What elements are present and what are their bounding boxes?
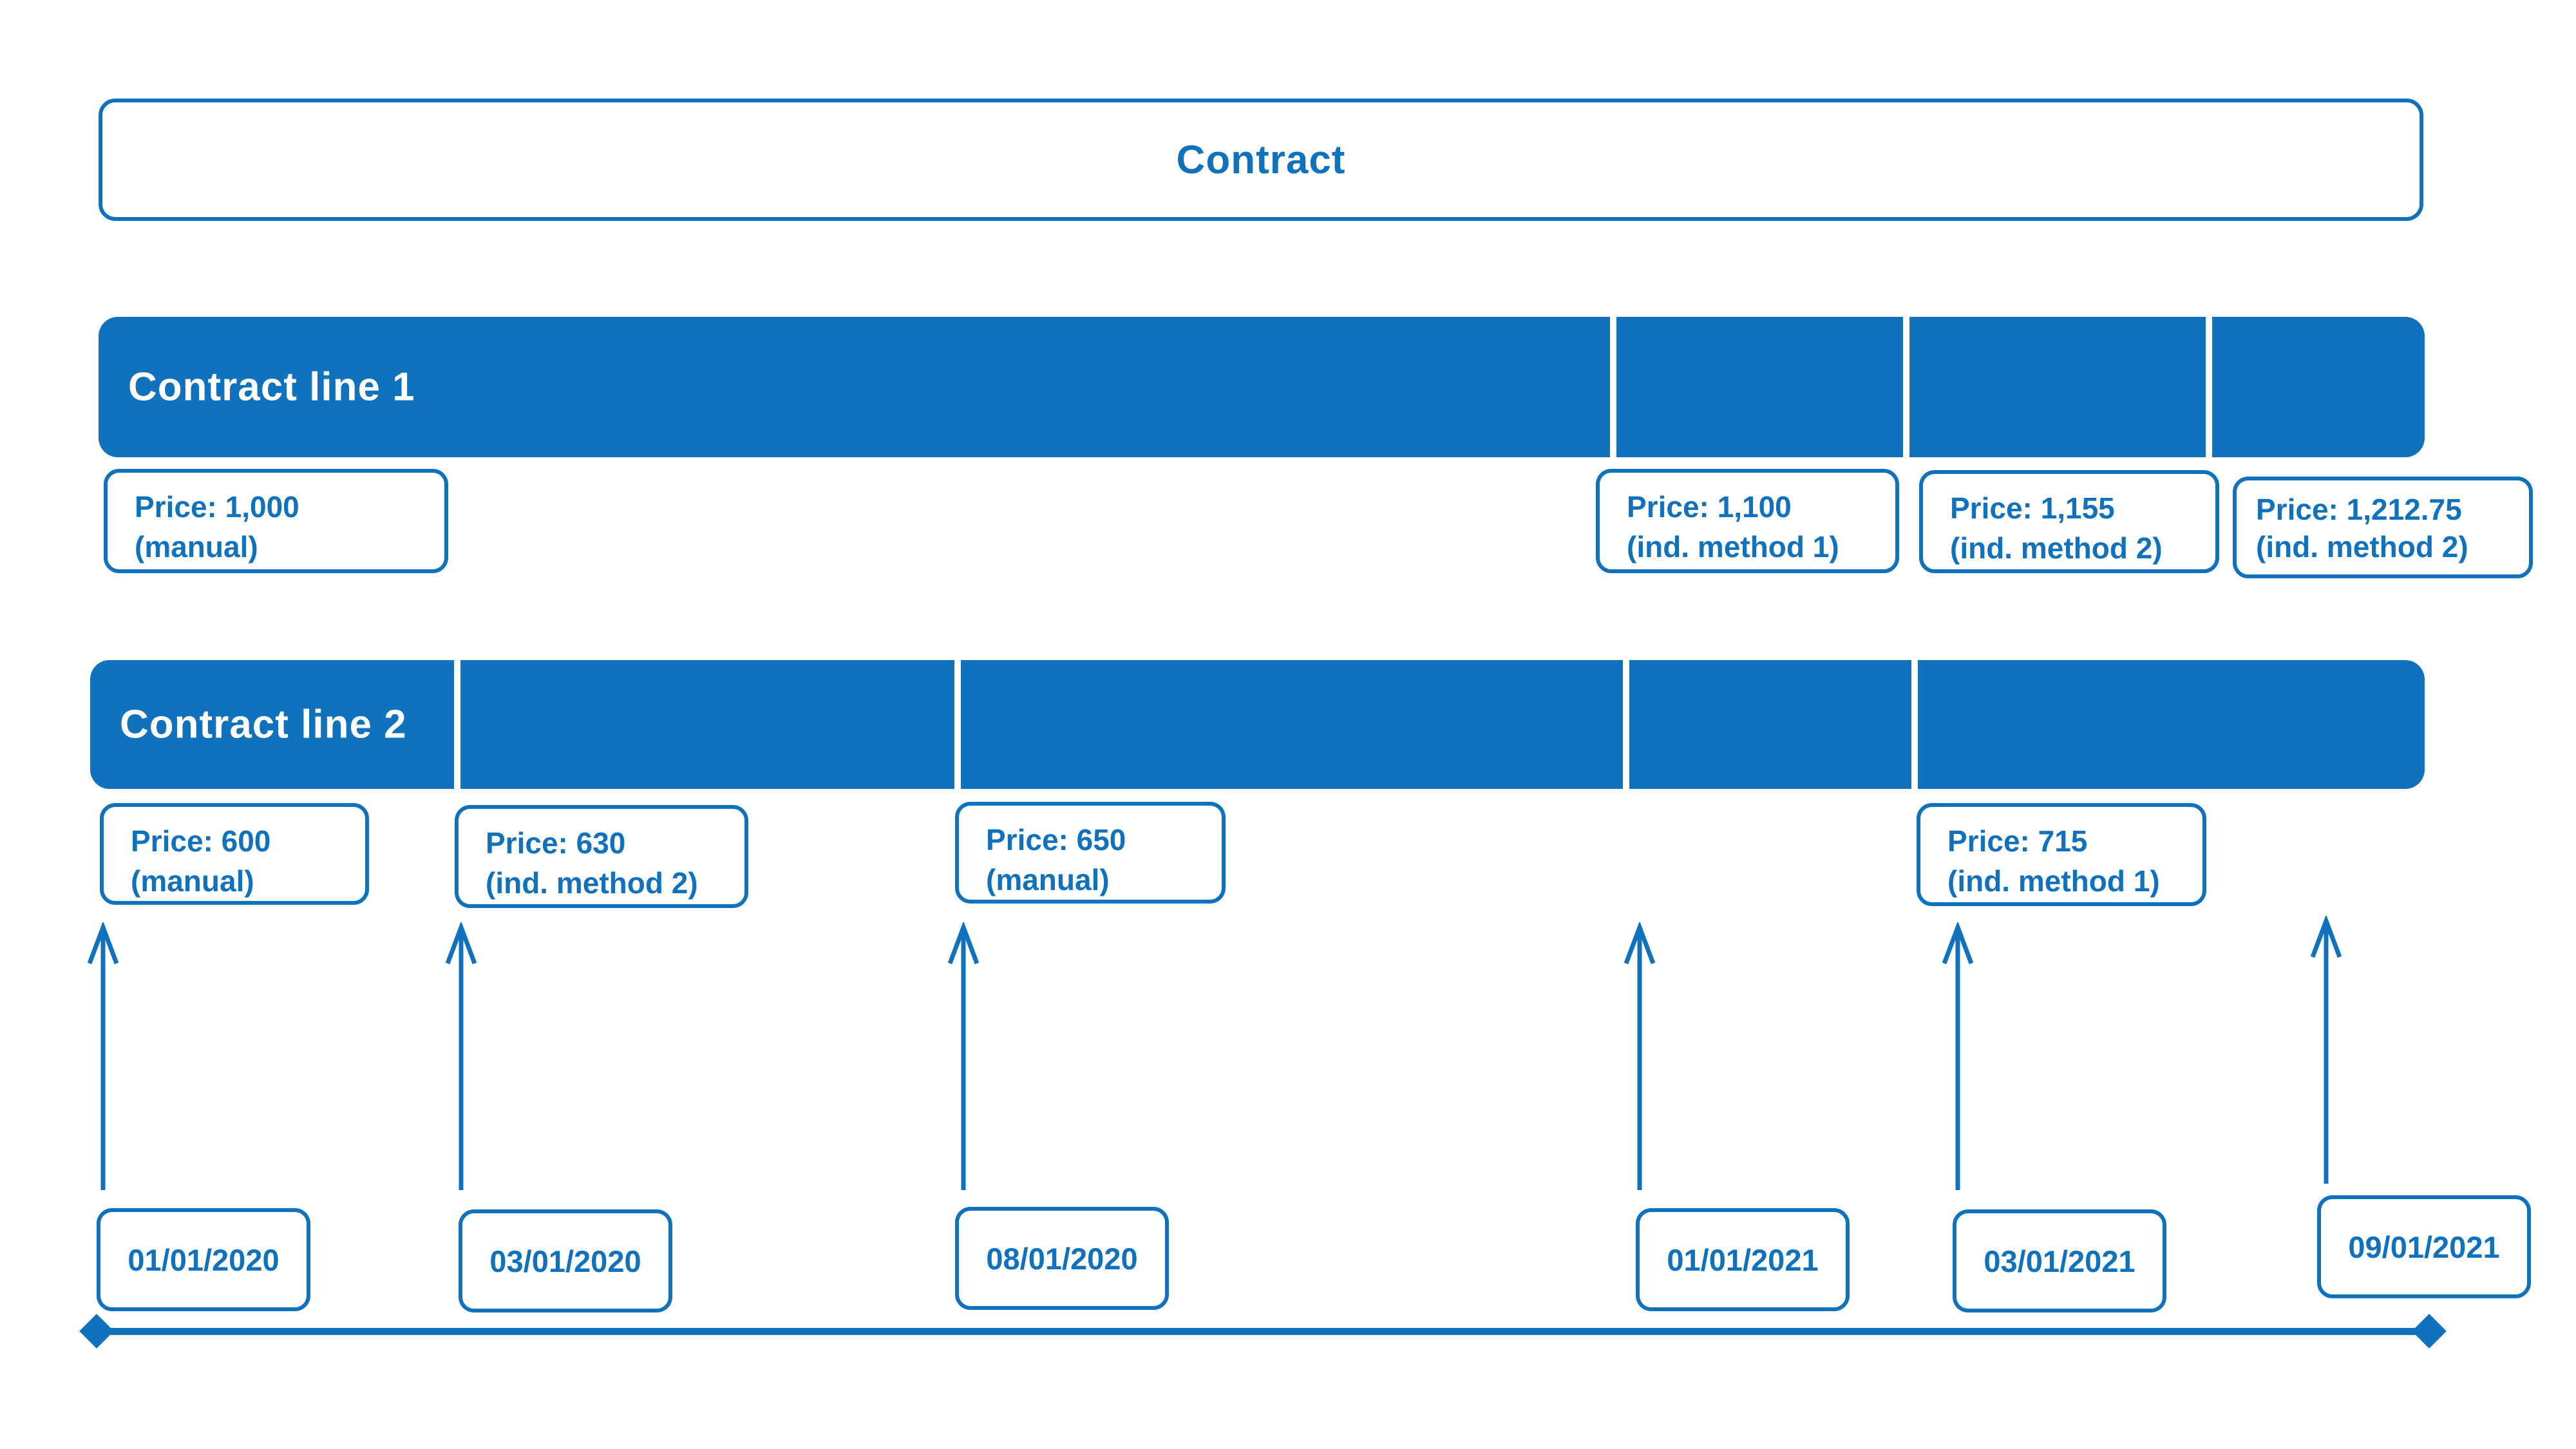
date-arrow-icon xyxy=(84,921,122,1193)
price-value: Price: 1,155 xyxy=(1950,491,2115,525)
segment-divider xyxy=(954,660,961,789)
contract-line-2-label: Contract line 2 xyxy=(120,702,407,747)
price-note-line2-2: Price: 630 (ind. method 2) xyxy=(455,805,748,908)
price-method: (ind. method 2) xyxy=(2256,530,2468,564)
price-note-line1-2: Price: 1,100 (ind. method 1) xyxy=(1596,469,1899,573)
date-box: 03/01/2020 xyxy=(459,1209,672,1312)
segment-divider xyxy=(454,660,460,789)
price-method: (ind. method 2) xyxy=(486,866,698,900)
price-method: (ind. method 2) xyxy=(1950,531,2163,565)
date-label: 03/01/2021 xyxy=(1984,1244,2136,1278)
segment-divider xyxy=(2206,317,2212,457)
price-method: (manual) xyxy=(131,864,254,898)
contract-line-2-bar: Contract line 2 xyxy=(90,660,2425,789)
price-note-line2-1: Price: 600 (manual) xyxy=(100,803,369,905)
segment-divider xyxy=(1610,317,1616,457)
date-label: 01/01/2021 xyxy=(1667,1242,1819,1277)
contract-title: Contract xyxy=(1176,137,1346,182)
contract-line-1-bar: Contract line 1 xyxy=(99,317,2425,457)
segment-divider xyxy=(1911,660,1918,789)
contract-line-1-label: Contract line 1 xyxy=(128,365,415,410)
price-note-line2-4: Price: 715 (ind. method 1) xyxy=(1917,803,2206,906)
date-arrow-icon xyxy=(1620,921,1659,1193)
date-box: 08/01/2020 xyxy=(955,1207,1169,1310)
date-box: 09/01/2021 xyxy=(2317,1195,2531,1298)
date-label: 09/01/2021 xyxy=(2348,1229,2500,1264)
price-value: Price: 1,100 xyxy=(1627,490,1792,524)
price-value: Price: 630 xyxy=(486,826,626,860)
price-method: (ind. method 1) xyxy=(1627,530,1839,564)
price-value: Price: 1,212.75 xyxy=(2256,493,2462,526)
price-value: Price: 650 xyxy=(986,823,1126,857)
price-method: (ind. method 1) xyxy=(1947,864,2160,898)
segment-divider xyxy=(1623,660,1629,789)
price-note-line1-3: Price: 1,155 (ind. method 2) xyxy=(1919,470,2219,573)
price-note-line1-4: Price: 1,212.75 (ind. method 2) xyxy=(2233,477,2533,578)
contract-header-box: Contract xyxy=(99,99,2423,221)
price-value: Price: 715 xyxy=(1947,824,2088,858)
date-arrow-icon xyxy=(1938,921,1977,1193)
price-value: Price: 1,000 xyxy=(135,490,299,524)
timeline-axis xyxy=(97,1328,2429,1335)
timeline-end-diamond-icon xyxy=(2412,1314,2447,1349)
date-box: 03/01/2021 xyxy=(1953,1209,2166,1312)
price-note-line1-1: Price: 1,000 (manual) xyxy=(104,469,448,573)
date-arrow-icon xyxy=(944,921,983,1193)
date-box: 01/01/2020 xyxy=(97,1208,310,1311)
date-label: 03/01/2020 xyxy=(489,1244,641,1278)
price-method: (manual) xyxy=(986,863,1110,896)
price-value: Price: 600 xyxy=(131,824,271,858)
date-label: 08/01/2020 xyxy=(986,1241,1138,1276)
price-method: (manual) xyxy=(135,530,258,564)
date-label: 01/01/2020 xyxy=(128,1242,279,1277)
date-arrow-icon xyxy=(2307,914,2345,1186)
date-box: 01/01/2021 xyxy=(1636,1208,1850,1311)
timeline-start-diamond-icon xyxy=(79,1314,114,1349)
segment-divider xyxy=(1903,317,1909,457)
date-arrow-icon xyxy=(442,921,480,1193)
price-note-line2-3: Price: 650 (manual) xyxy=(955,802,1226,904)
